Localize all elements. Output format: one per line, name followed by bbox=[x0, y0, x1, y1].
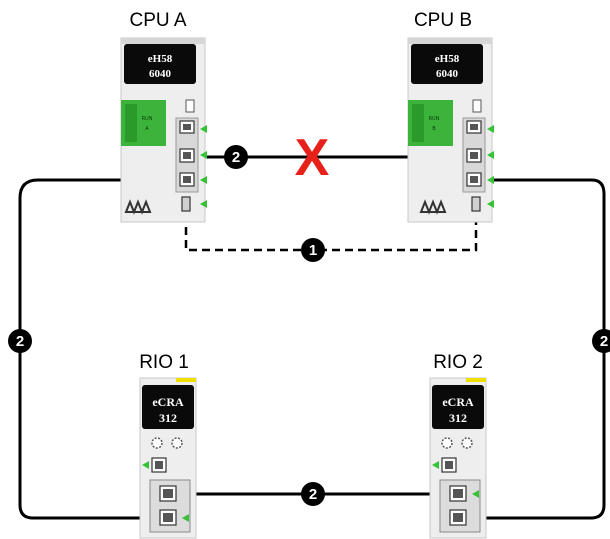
rio-2-service-led bbox=[432, 461, 439, 469]
rio-1-label: RIO 1 bbox=[139, 352, 189, 373]
rio-1-display bbox=[142, 385, 194, 429]
rio-1-top-strip bbox=[176, 378, 196, 382]
cpu-b-state-id: B bbox=[432, 126, 436, 132]
badge-left-ring: 2 bbox=[8, 329, 32, 353]
cpu-a-model-line1: eH58 bbox=[148, 53, 173, 65]
badge-right-ring: 2 bbox=[592, 329, 610, 353]
cpu-a-port-led-2 bbox=[200, 151, 207, 159]
cpu-a-port-led-3 bbox=[200, 176, 207, 184]
cpu-a-state-id: A bbox=[145, 126, 149, 132]
cpu-b-sfp-port[interactable] bbox=[471, 196, 481, 212]
cpu-b-port-led-4 bbox=[487, 200, 494, 208]
cpu-b-port-led-2 bbox=[487, 151, 494, 159]
svg-text:2: 2 bbox=[309, 486, 317, 503]
badge-rio-link: 2 bbox=[301, 482, 325, 506]
cpu-a-model-line2: 6040 bbox=[149, 68, 172, 80]
rio-1-port-led bbox=[182, 514, 189, 522]
rio-1-model-line2: 312 bbox=[159, 411, 177, 425]
svg-text:1: 1 bbox=[309, 242, 317, 259]
badge-hot-standby-link: 1 bbox=[301, 238, 325, 262]
hot-standby-link-cable bbox=[184, 214, 478, 252]
cpu-b-model-line1: eH58 bbox=[435, 53, 460, 65]
cpu-a-sfp-port[interactable] bbox=[181, 196, 191, 212]
cpu-a-usb-port bbox=[185, 99, 195, 113]
cpu-a-port-led-4 bbox=[200, 200, 207, 208]
cpu-b-model-line2: 6040 bbox=[436, 68, 459, 80]
rio-1-rotary-switch-2[interactable] bbox=[171, 437, 183, 449]
rio-2-port-led bbox=[472, 490, 479, 498]
svg-text:2: 2 bbox=[16, 333, 24, 350]
broken-link-x-marker: X bbox=[295, 129, 330, 187]
badge-cpu-link: 2 bbox=[224, 145, 248, 169]
svg-text:2: 2 bbox=[600, 333, 608, 350]
cpu-b-port-led-3 bbox=[487, 176, 494, 184]
cpu-a-module[interactable]: eH58 6040 RUN A bbox=[120, 37, 207, 223]
rio-1-model-line1: eCRA bbox=[152, 395, 184, 409]
rio-2-top-strip bbox=[466, 378, 486, 382]
cpu-a-display bbox=[124, 44, 196, 84]
rio-2-rotary-switch-1[interactable] bbox=[441, 437, 453, 449]
cpu-b-brand-logo bbox=[419, 199, 447, 215]
cpu-b-label: CPU B bbox=[414, 10, 472, 31]
cpu-a-label: CPU A bbox=[129, 10, 186, 31]
cpu-b-port-led-1 bbox=[487, 125, 494, 133]
rio-2-module[interactable]: eCRA 312 bbox=[429, 377, 487, 539]
rio-1-rotary-switch-1[interactable] bbox=[151, 437, 163, 449]
rio-2-label: RIO 2 bbox=[433, 352, 483, 373]
rio-2-display bbox=[432, 385, 484, 429]
rio-2-rotary-switch-2[interactable] bbox=[461, 437, 473, 449]
cpu-a-brand-logo bbox=[124, 199, 152, 215]
rio-1-service-led bbox=[142, 461, 149, 469]
rio-1-module[interactable]: eCRA 312 bbox=[139, 377, 197, 539]
rio-2-model-line1: eCRA bbox=[442, 395, 474, 409]
cpu-a-port-led-1 bbox=[200, 125, 207, 133]
cpu-a-state-run: RUN bbox=[142, 116, 153, 122]
cpu-b-module[interactable]: eH58 6040 RUN B bbox=[407, 37, 494, 223]
cpu-b-state-run: RUN bbox=[429, 116, 440, 122]
cpu-b-usb-port bbox=[472, 99, 482, 113]
svg-text:2: 2 bbox=[232, 149, 240, 166]
cpu-b-display bbox=[411, 44, 483, 84]
rio-2-model-line2: 312 bbox=[449, 411, 467, 425]
